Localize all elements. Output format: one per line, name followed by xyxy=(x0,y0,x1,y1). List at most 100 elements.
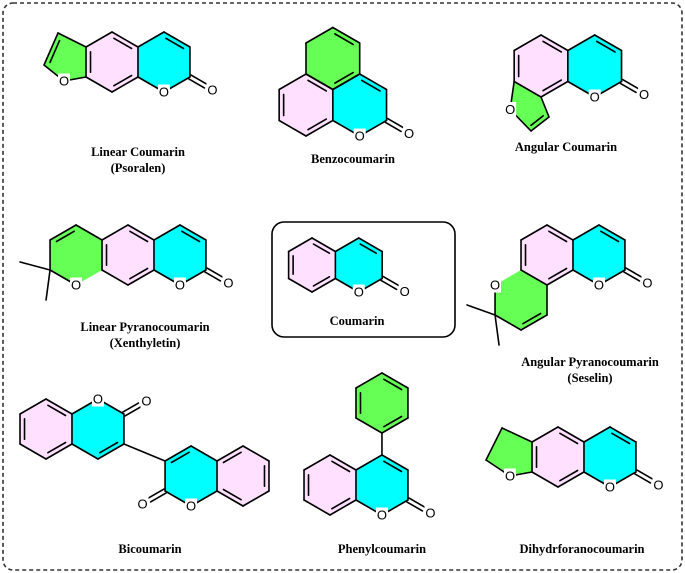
ring-oxygen-label: O xyxy=(505,469,515,484)
bond-line xyxy=(127,269,155,286)
double-bond-line xyxy=(548,230,568,243)
bond-line xyxy=(163,31,191,48)
atom-mask xyxy=(136,496,149,512)
bond-line xyxy=(513,80,542,98)
bond-line xyxy=(494,314,522,331)
bond-line xyxy=(520,314,548,331)
double-bond-line xyxy=(307,118,328,131)
carbonyl-bond-line xyxy=(386,117,405,129)
bond-line xyxy=(355,454,383,471)
furan-ring-fill xyxy=(44,33,87,81)
double-bond-line xyxy=(383,415,403,428)
atom-mask xyxy=(403,126,416,141)
atom-mask xyxy=(638,87,651,102)
pyranone-ring-fill xyxy=(71,399,124,459)
bond-line xyxy=(572,224,600,241)
double-bond-line xyxy=(530,115,545,127)
bond-line xyxy=(287,277,313,293)
benzene-ring-fill xyxy=(86,32,138,92)
ring-oxygen-label: O xyxy=(355,129,365,144)
methyl-bond-line xyxy=(494,314,500,346)
atom-mask xyxy=(398,284,411,299)
atom-mask xyxy=(424,505,437,521)
bond-line xyxy=(485,427,503,461)
methyl-bond-line xyxy=(45,269,51,301)
bond-line xyxy=(45,443,73,460)
pyranone-ring-fill xyxy=(335,238,383,292)
carbonyl-oxygen-label: O xyxy=(653,478,663,493)
ring-oxygen-label: O xyxy=(175,278,185,293)
atom-mask xyxy=(91,391,104,407)
bond-line xyxy=(540,34,569,52)
double-bond-line xyxy=(383,460,403,473)
pyranone-ring-fill xyxy=(165,446,218,506)
double-bond-line xyxy=(383,378,403,391)
bond-line xyxy=(355,372,383,389)
pyranone-ring-fill xyxy=(572,225,625,285)
atom-mask xyxy=(222,275,235,291)
structure-name-angular-coumarin: Angular Coumarin xyxy=(515,140,617,154)
bond-line xyxy=(531,426,559,443)
bond-line xyxy=(19,443,47,460)
atom-mask xyxy=(652,477,665,493)
atom-mask xyxy=(353,128,366,144)
carbonyl-bond-line xyxy=(625,267,643,278)
bond-line xyxy=(311,237,337,253)
carbonyl-oxygen-label: O xyxy=(400,284,410,299)
bond-line xyxy=(49,224,77,241)
bond-line xyxy=(101,269,129,286)
ring-oxygen-label: O xyxy=(590,90,600,105)
bond-line xyxy=(557,426,585,443)
bond-line xyxy=(357,237,383,253)
bond-line xyxy=(501,427,533,443)
bond-line xyxy=(216,490,244,507)
bond-line xyxy=(546,224,574,241)
benzene-ring-fill xyxy=(532,427,584,487)
pyran-ring-fill xyxy=(50,225,103,285)
bond-line xyxy=(216,445,244,462)
ring-oxygen-label: O xyxy=(490,278,500,293)
bond-line xyxy=(381,417,409,434)
bond-line xyxy=(43,32,59,66)
bond-line xyxy=(57,32,87,48)
atom-mask xyxy=(588,89,601,105)
biaryl-bond-line xyxy=(123,443,166,462)
bond-line xyxy=(190,445,218,462)
double-bond-line xyxy=(129,267,149,280)
benzene-ring-fill xyxy=(288,238,336,292)
bond-line xyxy=(179,224,207,241)
bond-line xyxy=(609,426,637,443)
atom-mask xyxy=(489,277,502,293)
bond-line xyxy=(530,116,550,132)
bond-line xyxy=(164,445,192,462)
bond-line xyxy=(540,80,569,98)
double-bond-line xyxy=(600,230,620,243)
structure-subname-linear-pyranocoumarin: (Xenthyletin) xyxy=(110,336,181,350)
double-bond-line xyxy=(359,243,377,255)
carbonyl-bond-line xyxy=(190,74,208,85)
double-bond-line xyxy=(307,79,328,92)
structure-name-benzocoumarin: Benzocoumarin xyxy=(311,152,395,166)
carbonyl-oxygen-label: O xyxy=(639,87,649,102)
double-bond-line xyxy=(55,230,75,243)
atom-mask xyxy=(641,275,654,291)
bond-line xyxy=(567,34,596,52)
atom-mask xyxy=(504,468,517,484)
bond-line xyxy=(305,119,334,137)
phenyl-ring-fill xyxy=(355,373,408,433)
double-bond-line xyxy=(222,488,242,501)
double-bond-line xyxy=(611,432,631,445)
label-linear-coumarin: Linear Coumarin (Psoralen) xyxy=(91,145,185,175)
structure-name-dihydrofuranocoumarin: Dihydrforanocoumarin xyxy=(520,542,645,556)
label-angular-pyranocoumarin: Angular Pyranocoumarin (Seselin) xyxy=(521,355,659,385)
methyl-bond-line xyxy=(466,304,496,316)
bond-line xyxy=(332,26,361,44)
atom-mask xyxy=(352,284,365,300)
carbonyl-oxygen-label: O xyxy=(425,506,435,521)
ring-oxygen-label: O xyxy=(93,392,103,407)
atom-mask xyxy=(173,277,186,293)
benzene-ring-fill xyxy=(217,446,269,506)
structure-name-bicoumarin: Bicoumarin xyxy=(118,542,181,556)
double-bond-line xyxy=(542,40,563,53)
